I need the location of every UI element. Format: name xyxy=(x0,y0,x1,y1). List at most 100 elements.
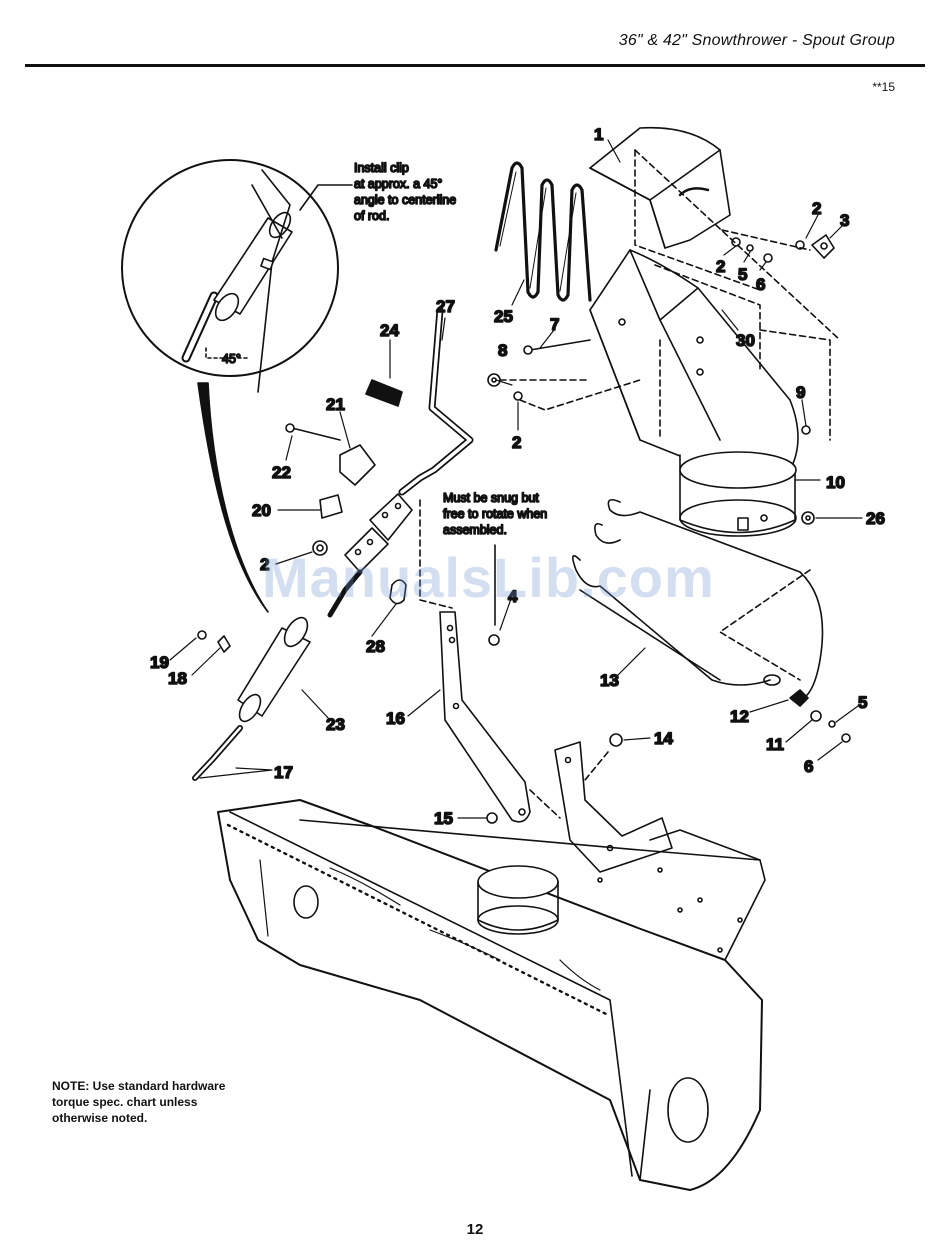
callout-5a: 5 xyxy=(738,265,747,284)
instruction-line-4: of rod. xyxy=(354,209,389,223)
callout-25: 25 xyxy=(494,307,513,326)
callout-23: 23 xyxy=(326,715,345,734)
instruction-line-2: at approx. a 45° xyxy=(354,177,442,191)
callout-7: 7 xyxy=(550,315,559,334)
detail-sweep xyxy=(197,382,269,613)
spout-dashed-guide xyxy=(654,264,761,373)
callout-6a: 6 xyxy=(756,275,765,294)
washer-part-5-upper xyxy=(746,244,754,252)
control-rod-part-27 xyxy=(398,306,474,496)
callout-21: 21 xyxy=(326,395,345,414)
callout-10: 10 xyxy=(826,473,845,492)
callout-1: 1 xyxy=(594,125,603,144)
washer-part-5-lower xyxy=(828,720,836,728)
hardware-note: NOTE: Use standard hardware torque spec.… xyxy=(52,1078,282,1126)
bolt-part-7 xyxy=(529,339,591,351)
instruction-line-3: angle to centerline xyxy=(354,193,456,207)
detail-angle-label: 45° xyxy=(222,352,241,366)
bolt-dashed-lines xyxy=(499,379,641,411)
nut-part-4 xyxy=(488,634,500,646)
mounting-bracket xyxy=(554,741,673,873)
cable-part-13 xyxy=(572,499,824,701)
spout-dashed-guide-2 xyxy=(659,329,831,441)
spout-part-30 xyxy=(589,249,799,481)
note-line-3: otherwise noted. xyxy=(52,1111,148,1125)
callout-15: 15 xyxy=(434,809,453,828)
nut-part-15 xyxy=(486,812,498,824)
callout-13: 13 xyxy=(600,671,619,690)
callout-4: 4 xyxy=(508,587,518,606)
callout-2b: 2 xyxy=(716,257,725,276)
bolt-part-19 xyxy=(197,630,207,640)
callout-8: 8 xyxy=(498,341,507,360)
callout-27: 27 xyxy=(436,297,455,316)
callout-14: 14 xyxy=(654,729,673,748)
callout-24: 24 xyxy=(380,321,399,340)
hardware-knob-part-3 xyxy=(811,234,835,259)
watermark: ManualsLib.com xyxy=(262,546,715,609)
detail-view-clip xyxy=(121,159,339,393)
callout-2a: 2 xyxy=(812,199,821,218)
nut-part-9 xyxy=(801,425,811,435)
header-rule xyxy=(25,64,925,67)
instruction-leader xyxy=(299,184,353,211)
nut-part-2-handle xyxy=(312,540,328,556)
snug-note-line-3: assembled. xyxy=(443,523,507,537)
callout-28: 28 xyxy=(366,637,385,656)
grip-part-24 xyxy=(365,379,403,407)
bolt-part-22 xyxy=(291,427,341,441)
callout-30: 30 xyxy=(736,331,755,350)
callout-11: 11 xyxy=(766,735,784,754)
nut-part-26 xyxy=(801,511,815,525)
handle-mount-plate xyxy=(344,493,413,573)
snug-note-line-1: Must be snug but xyxy=(443,491,539,505)
spout-ring-part-10 xyxy=(679,451,797,537)
callout-22: 22 xyxy=(272,463,291,482)
rod-part-17 xyxy=(192,725,243,781)
note-line-1: NOTE: Use standard hardware xyxy=(52,1079,226,1093)
snug-note: Must be snug but free to rotate when ass… xyxy=(442,490,548,538)
callout-3: 3 xyxy=(840,211,849,230)
auger-housing xyxy=(217,799,766,1191)
clip-part-12 xyxy=(789,689,809,707)
spring-part-25 xyxy=(494,161,592,302)
bracket-part-21 xyxy=(339,444,376,486)
bolt-part-14 xyxy=(609,733,623,747)
deflector-dashed-guide xyxy=(634,149,761,291)
instruction-line-1: Install clip xyxy=(354,161,409,175)
note-line-2: torque spec. chart unless xyxy=(52,1095,198,1109)
nut-part-6-lower xyxy=(841,733,851,743)
detail-instruction: Install clip at approx. a 45° angle to c… xyxy=(353,160,457,224)
clip-part-18 xyxy=(217,635,231,653)
callout-12: 12 xyxy=(730,707,749,726)
washer-part-11 xyxy=(810,710,822,722)
callout-16: 16 xyxy=(386,709,405,728)
nut-part-6-upper xyxy=(763,253,773,263)
tube-part-23 xyxy=(237,616,311,723)
snug-dashed-line xyxy=(419,499,453,609)
callout-5b: 5 xyxy=(858,693,867,712)
clip-part-20 xyxy=(319,494,343,519)
callout-leaders xyxy=(169,139,863,819)
document-code: **15 xyxy=(872,80,895,94)
callout-17: 17 xyxy=(274,763,293,782)
callout-2d: 2 xyxy=(260,555,269,574)
cable-dashed-guide xyxy=(719,569,811,681)
washer-part-2-left xyxy=(513,391,523,401)
callout-20: 20 xyxy=(252,501,271,520)
callout-18: 18 xyxy=(168,669,187,688)
spacer-part-28 xyxy=(389,579,407,605)
callout-26: 26 xyxy=(866,509,885,528)
callout-6b: 6 xyxy=(804,757,813,776)
page-number: 12 xyxy=(466,1221,484,1238)
spout-deflector-part-1 xyxy=(589,126,731,249)
snug-note-line-2: free to rotate when xyxy=(443,507,547,521)
washer-part-2-top xyxy=(795,240,805,250)
nut-part-8 xyxy=(487,373,501,387)
callout-9: 9 xyxy=(796,383,805,402)
page-header-title: 36" & 42" Snowthrower - Spout Group xyxy=(618,32,895,49)
bracket-part-16 xyxy=(439,611,531,823)
hardware-dashed-line xyxy=(721,229,811,251)
callout-2c: 2 xyxy=(512,433,521,452)
